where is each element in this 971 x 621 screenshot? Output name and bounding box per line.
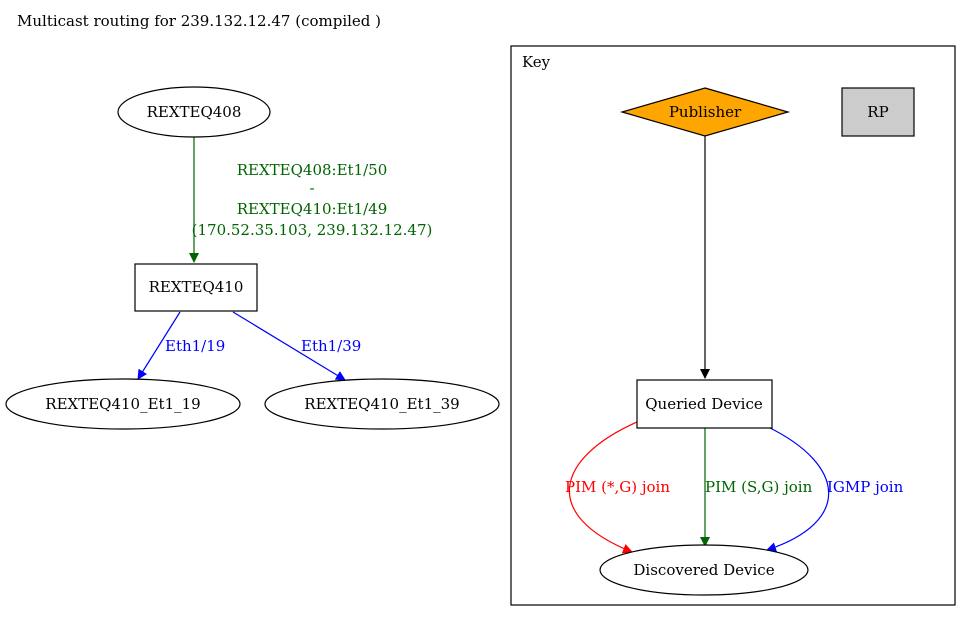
edge-rexteq410-to-et1-19 xyxy=(137,311,181,380)
node-label: Publisher xyxy=(669,103,742,121)
node-shape xyxy=(134,263,258,312)
node-shape xyxy=(619,87,791,137)
key-border xyxy=(510,45,956,606)
node-label: Queried Device xyxy=(645,395,763,413)
key-label-igmp-join: IGMP join xyxy=(827,478,904,496)
node-label: REXTEQ410_Et1_39 xyxy=(304,395,459,413)
key-edge-pim-star-g-join xyxy=(569,421,638,554)
node-shape xyxy=(5,378,241,430)
edge-label-line: REXTEQ408:Et1/50 xyxy=(237,161,388,179)
key-node-publisher: Publisher xyxy=(619,87,791,137)
node-label: REXTEQ408 xyxy=(147,103,242,121)
key-title: Key xyxy=(522,53,551,71)
node-rexteq408: REXTEQ408 xyxy=(117,86,271,138)
edge-label-eth1-19: Eth1/19 xyxy=(165,337,225,355)
edge-label-line: REXTEQ410:Et1/49 xyxy=(237,200,388,218)
key-label-pim-star-g-join: PIM (*,G) join xyxy=(565,478,670,496)
edge-label-rexteq408-to-rexteq410: REXTEQ408:Et1/50 - REXTEQ410:Et1/49 (170… xyxy=(192,161,433,239)
key-edge-igmp-join xyxy=(766,426,830,552)
diagram-title: Multicast routing for 239.132.12.47 (com… xyxy=(17,12,381,30)
node-rexteq410-et1-39: REXTEQ410_Et1_39 xyxy=(264,378,500,430)
key-node-rp: RP xyxy=(841,87,915,137)
node-rexteq410: REXTEQ410 xyxy=(134,263,258,312)
key-node-queried-device: Queried Device xyxy=(636,379,773,429)
key-node-discovered-device: Discovered Device xyxy=(599,544,809,596)
node-shape xyxy=(636,379,773,429)
key-label-pim-s-g-join: PIM (S,G) join xyxy=(705,478,813,496)
edge-label-line: (170.52.35.103, 239.132.12.47) xyxy=(192,221,433,239)
edge-rexteq410-to-et1-39 xyxy=(232,311,346,381)
node-label: REXTEQ410_Et1_19 xyxy=(45,395,200,413)
node-label: RP xyxy=(867,103,888,121)
key-legend: Key PIM (*,G) join PIM (S,G) join IGMP j… xyxy=(510,45,956,606)
edge-label-eth1-39: Eth1/39 xyxy=(301,337,361,355)
edge-label-line: - xyxy=(309,179,314,197)
node-shape xyxy=(117,86,271,138)
node-shape xyxy=(264,378,500,430)
node-label: REXTEQ410 xyxy=(149,278,244,296)
node-label: Discovered Device xyxy=(633,561,774,579)
node-rexteq410-et1-19: REXTEQ410_Et1_19 xyxy=(5,378,241,430)
node-shape xyxy=(841,87,915,137)
node-shape xyxy=(599,544,809,596)
